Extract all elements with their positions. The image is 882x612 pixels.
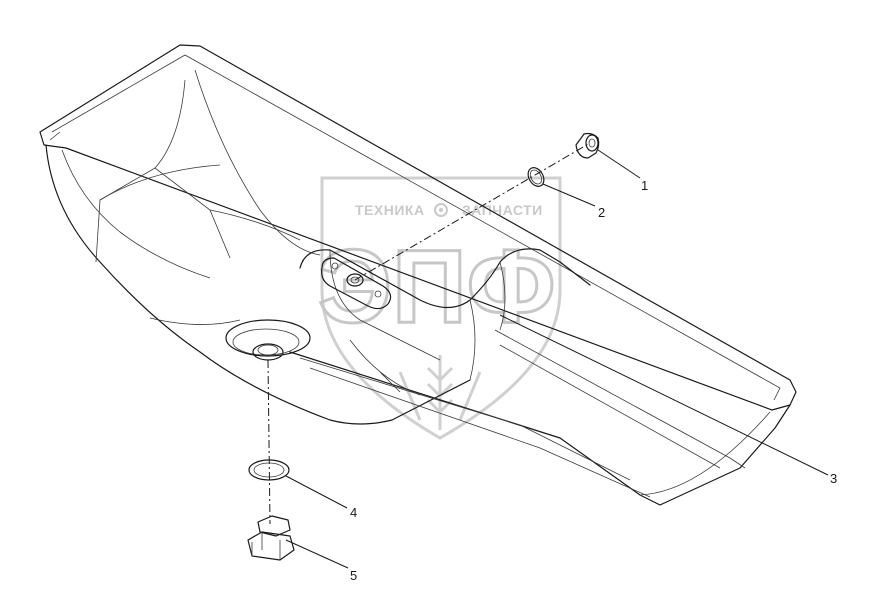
watermark-line2: ЗАПЧАСТИ [462, 202, 543, 218]
assembly-axis-upper [354, 142, 591, 281]
leader-lines [285, 149, 829, 569]
callout-5: 5 [350, 568, 357, 583]
gear-icon [434, 203, 448, 217]
callout-4: 4 [350, 505, 357, 520]
part-5-drain-bolt [247, 515, 295, 561]
callout-2: 2 [598, 205, 605, 220]
watermark-line1: ТЕХНИКА [355, 202, 425, 218]
oil-pan [39, 44, 797, 506]
mounting-flange [321, 257, 392, 310]
callout-3: 3 [830, 471, 837, 486]
part-1-plug [575, 132, 600, 159]
watermark: ТЕХНИКА ЗАПЧАСТИ ЭПФ [317, 176, 562, 440]
drain-boss [225, 319, 311, 361]
wheat-ear-icon [398, 355, 482, 430]
watermark-logo: ЭПФ [318, 229, 556, 345]
watermark-shield [320, 176, 562, 440]
part-2-o-ring [527, 167, 545, 187]
assembly-axis-lower [267, 359, 271, 525]
callout-1: 1 [641, 178, 648, 193]
